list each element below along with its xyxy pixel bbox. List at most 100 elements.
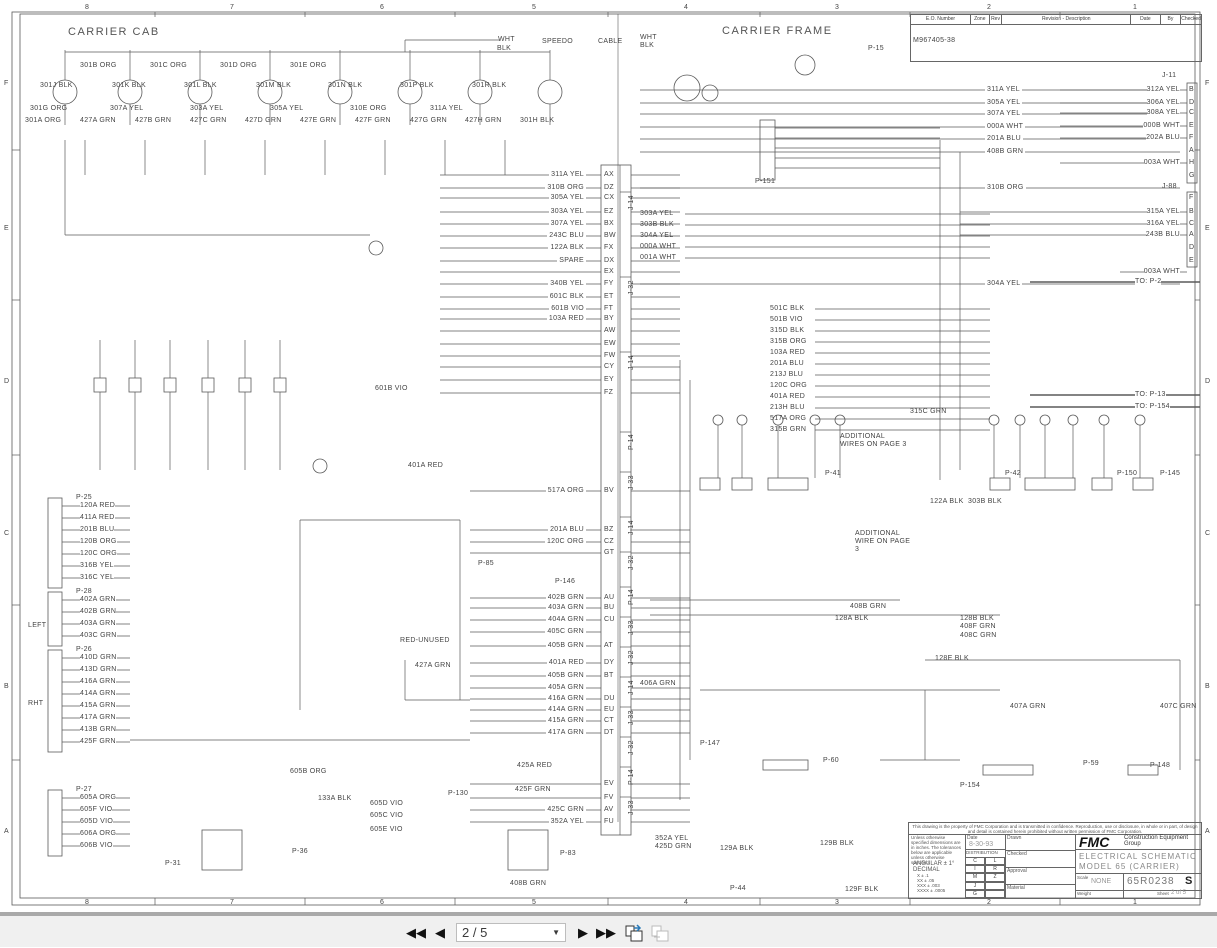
sheet-label: Sheet [1157, 891, 1169, 896]
diagram-label: P-145 [1160, 470, 1181, 477]
wire-label: 315D BLK [770, 327, 805, 334]
connector-pin-label: BZ [604, 526, 614, 533]
wire-label: 413B GRN [80, 726, 117, 734]
wire-label: 316A YEL [1146, 220, 1180, 228]
wire-label: 201B BLU [80, 526, 115, 534]
connector-pin-label: FZ [604, 389, 614, 396]
wire-label: 000B WHT [1143, 122, 1180, 130]
wire-label: 316B YEL [80, 562, 114, 570]
diagram-label: 401A RED [408, 462, 444, 469]
weight-label: Weight [1077, 891, 1091, 896]
next-page-button[interactable]: ▶ [574, 924, 592, 942]
title-block: This drawing is the property of FMC Corp… [908, 822, 1202, 899]
switch [163, 377, 177, 393]
wire-label: 414A GRN [546, 706, 586, 714]
connector-tag: J-14 [628, 195, 635, 210]
last-page-button[interactable]: ▶▶ [596, 924, 616, 942]
previous-page-button[interactable]: ◀ [431, 924, 449, 942]
connector-pin-label: D [1189, 244, 1195, 251]
connector-p-27 [47, 789, 63, 857]
wire-label: 403A GRN [80, 620, 116, 628]
sender-26 [794, 54, 816, 76]
distribution-code: R [985, 865, 1005, 874]
lamp-wire-label: 301L BLK [184, 82, 217, 89]
connector-j11 [1186, 82, 1198, 184]
distribution-code: I [965, 865, 985, 874]
connector-pin-label: AW [604, 327, 616, 334]
lamp-wire-label: 301K BLK [112, 82, 146, 89]
zone-bottom-label: 8 [85, 899, 90, 906]
diagram-label: P-59 [1083, 760, 1099, 767]
wire-label: 120A RED [80, 502, 116, 510]
compare-pages-button[interactable] [650, 923, 670, 943]
connector-pin-label: EZ [604, 208, 614, 215]
sheet-value: 2 of 5 [1171, 890, 1187, 896]
wire-label: 606A ORG [80, 830, 117, 838]
gauge-62 [673, 74, 701, 102]
tolerance-xxx: XXX ± .003 [917, 883, 940, 888]
connector-pin-label: FX [604, 244, 614, 251]
connector-pin-label: F [1189, 134, 1194, 141]
zone-left-label: F [4, 80, 9, 87]
connector-name: P-28 [76, 588, 92, 595]
wire-label: 307A YEL [985, 110, 1023, 118]
wire-label: 501C BLK [770, 305, 805, 312]
lamp-ref [1134, 414, 1146, 426]
wire-label: 416A GRN [546, 695, 586, 703]
wire-label: 213J BLU [770, 371, 804, 378]
fit-page-button[interactable] [624, 923, 644, 943]
diagram-label: P-42 [1005, 470, 1021, 477]
wire-label: 517A ORG [545, 487, 586, 495]
connector-pin-label: AX [604, 171, 614, 178]
diagram-label: P-44 [730, 885, 746, 892]
switch [128, 377, 142, 393]
wire-label: 501B VIO [770, 316, 803, 323]
first-page-button[interactable]: ◀◀ [406, 924, 426, 942]
diagram-label: 425A RED [517, 762, 553, 769]
decimal-label: DECIMAL [913, 867, 940, 873]
wire-label: 417A GRN [546, 729, 586, 737]
wire-label: 243C BLU [547, 232, 586, 240]
switch [273, 377, 287, 393]
connector-p151 [759, 119, 776, 181]
diagram-label: 406A GRN [640, 680, 676, 687]
connector-block [767, 477, 809, 491]
zone-left-label: E [4, 225, 9, 232]
wire-label: 312A YEL [1146, 86, 1180, 94]
diagram-label: P-60 [823, 757, 839, 764]
section-title-carrier-frame: CARRIER FRAME [722, 25, 833, 37]
lamp-wire-label: 427A GRN [80, 117, 116, 124]
wire-label: 001A WHT [640, 254, 677, 261]
wire-label: 307A YEL [548, 220, 586, 228]
connector-pin-label: EV [604, 780, 614, 787]
lamp-wire-label: 301C ORG [150, 62, 188, 69]
zone-right-label: F [1205, 80, 1210, 87]
diagram-label: 129F BLK [845, 886, 879, 893]
wire-label: 425C GRN [545, 806, 586, 814]
zone-bottom-label: 7 [230, 899, 235, 906]
connector-pin-label: EX [604, 268, 614, 275]
connector-pin-label: CZ [604, 538, 614, 545]
page-select[interactable]: 2 / 5▼ [456, 923, 566, 942]
distribution-code: G [965, 889, 985, 898]
diagram-label: P-83 [560, 850, 576, 857]
diagram-label: P-147 [700, 740, 721, 747]
scale-value: NONE [1091, 878, 1112, 885]
buzzer [701, 84, 719, 102]
connector-pin-label: FY [604, 280, 614, 287]
date-label: Date [967, 835, 978, 841]
connector-tag: J-33 [628, 620, 635, 635]
lamp-wire-label: 301J BLK [40, 82, 73, 89]
tolerance-xxxx: XXXX ± .0005 [917, 888, 946, 893]
wire-label: 120C ORG [80, 550, 118, 558]
wire-label: 000A WHT [640, 243, 677, 250]
zone-left-label: C [4, 530, 10, 537]
wire-label: SPARE [557, 257, 586, 265]
connector-pin-label: FT [604, 305, 614, 312]
wire-label: 405A GRN [546, 684, 586, 692]
connector-pin-label: FW [604, 352, 616, 359]
connector-pin-label: DY [604, 659, 615, 666]
wire-label: 405B GRN [545, 642, 586, 650]
to-connector-label: TO: P-2 [1135, 278, 1162, 286]
wire-label: 315B GRN [770, 426, 807, 433]
